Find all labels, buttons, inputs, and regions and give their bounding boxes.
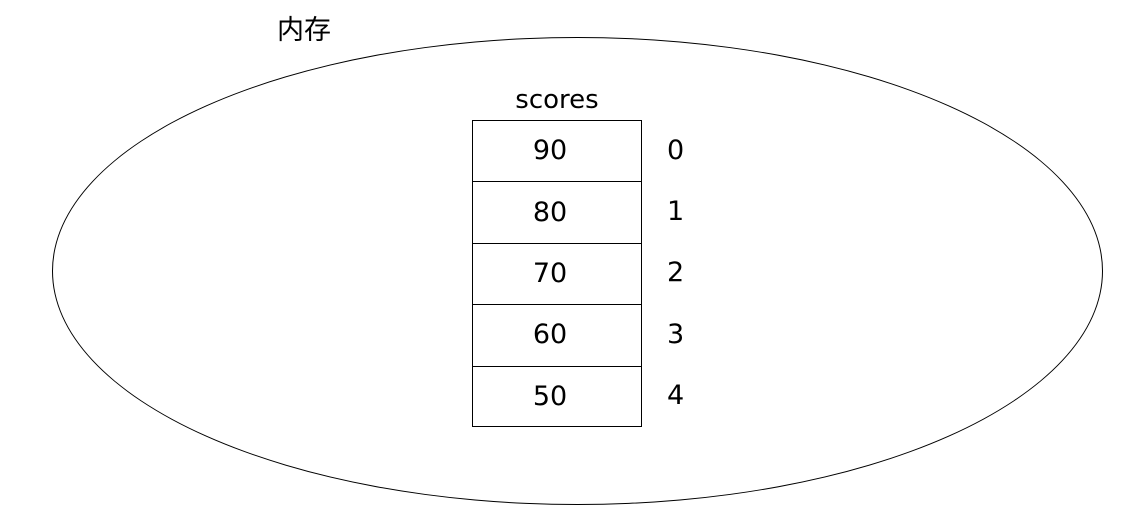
array-cell: 80 — [473, 182, 641, 244]
memory-region-ellipse — [52, 37, 1103, 505]
array-index-label: 2 — [667, 257, 685, 289]
array-index-label: 3 — [667, 318, 685, 350]
array-index-row: 2 — [655, 243, 701, 304]
array-cell-value: 60 — [532, 319, 568, 351]
array-index-label: 0 — [667, 134, 685, 166]
array-index-row: 4 — [655, 366, 701, 427]
array-cell-value: 50 — [532, 381, 568, 413]
array-index-column: 0 1 2 3 4 — [655, 120, 701, 427]
array-cell-value: 90 — [532, 135, 568, 167]
array-index-label: 4 — [667, 380, 685, 412]
array-index-label: 1 — [667, 196, 685, 228]
memory-region-label: 内存 — [277, 15, 331, 46]
array-index-row: 0 — [655, 120, 701, 181]
array-cell: 70 — [473, 244, 641, 306]
array-cell: 50 — [473, 367, 641, 428]
array-cell-value: 80 — [532, 196, 568, 228]
array-table: 90 80 70 60 50 — [472, 120, 642, 427]
array-cell: 90 — [473, 121, 641, 183]
array-cell-value: 70 — [532, 257, 568, 289]
array-index-row: 3 — [655, 304, 701, 365]
array-index-row: 1 — [655, 181, 701, 242]
array-cell: 60 — [473, 305, 641, 367]
array-name-label: scores — [515, 85, 599, 115]
